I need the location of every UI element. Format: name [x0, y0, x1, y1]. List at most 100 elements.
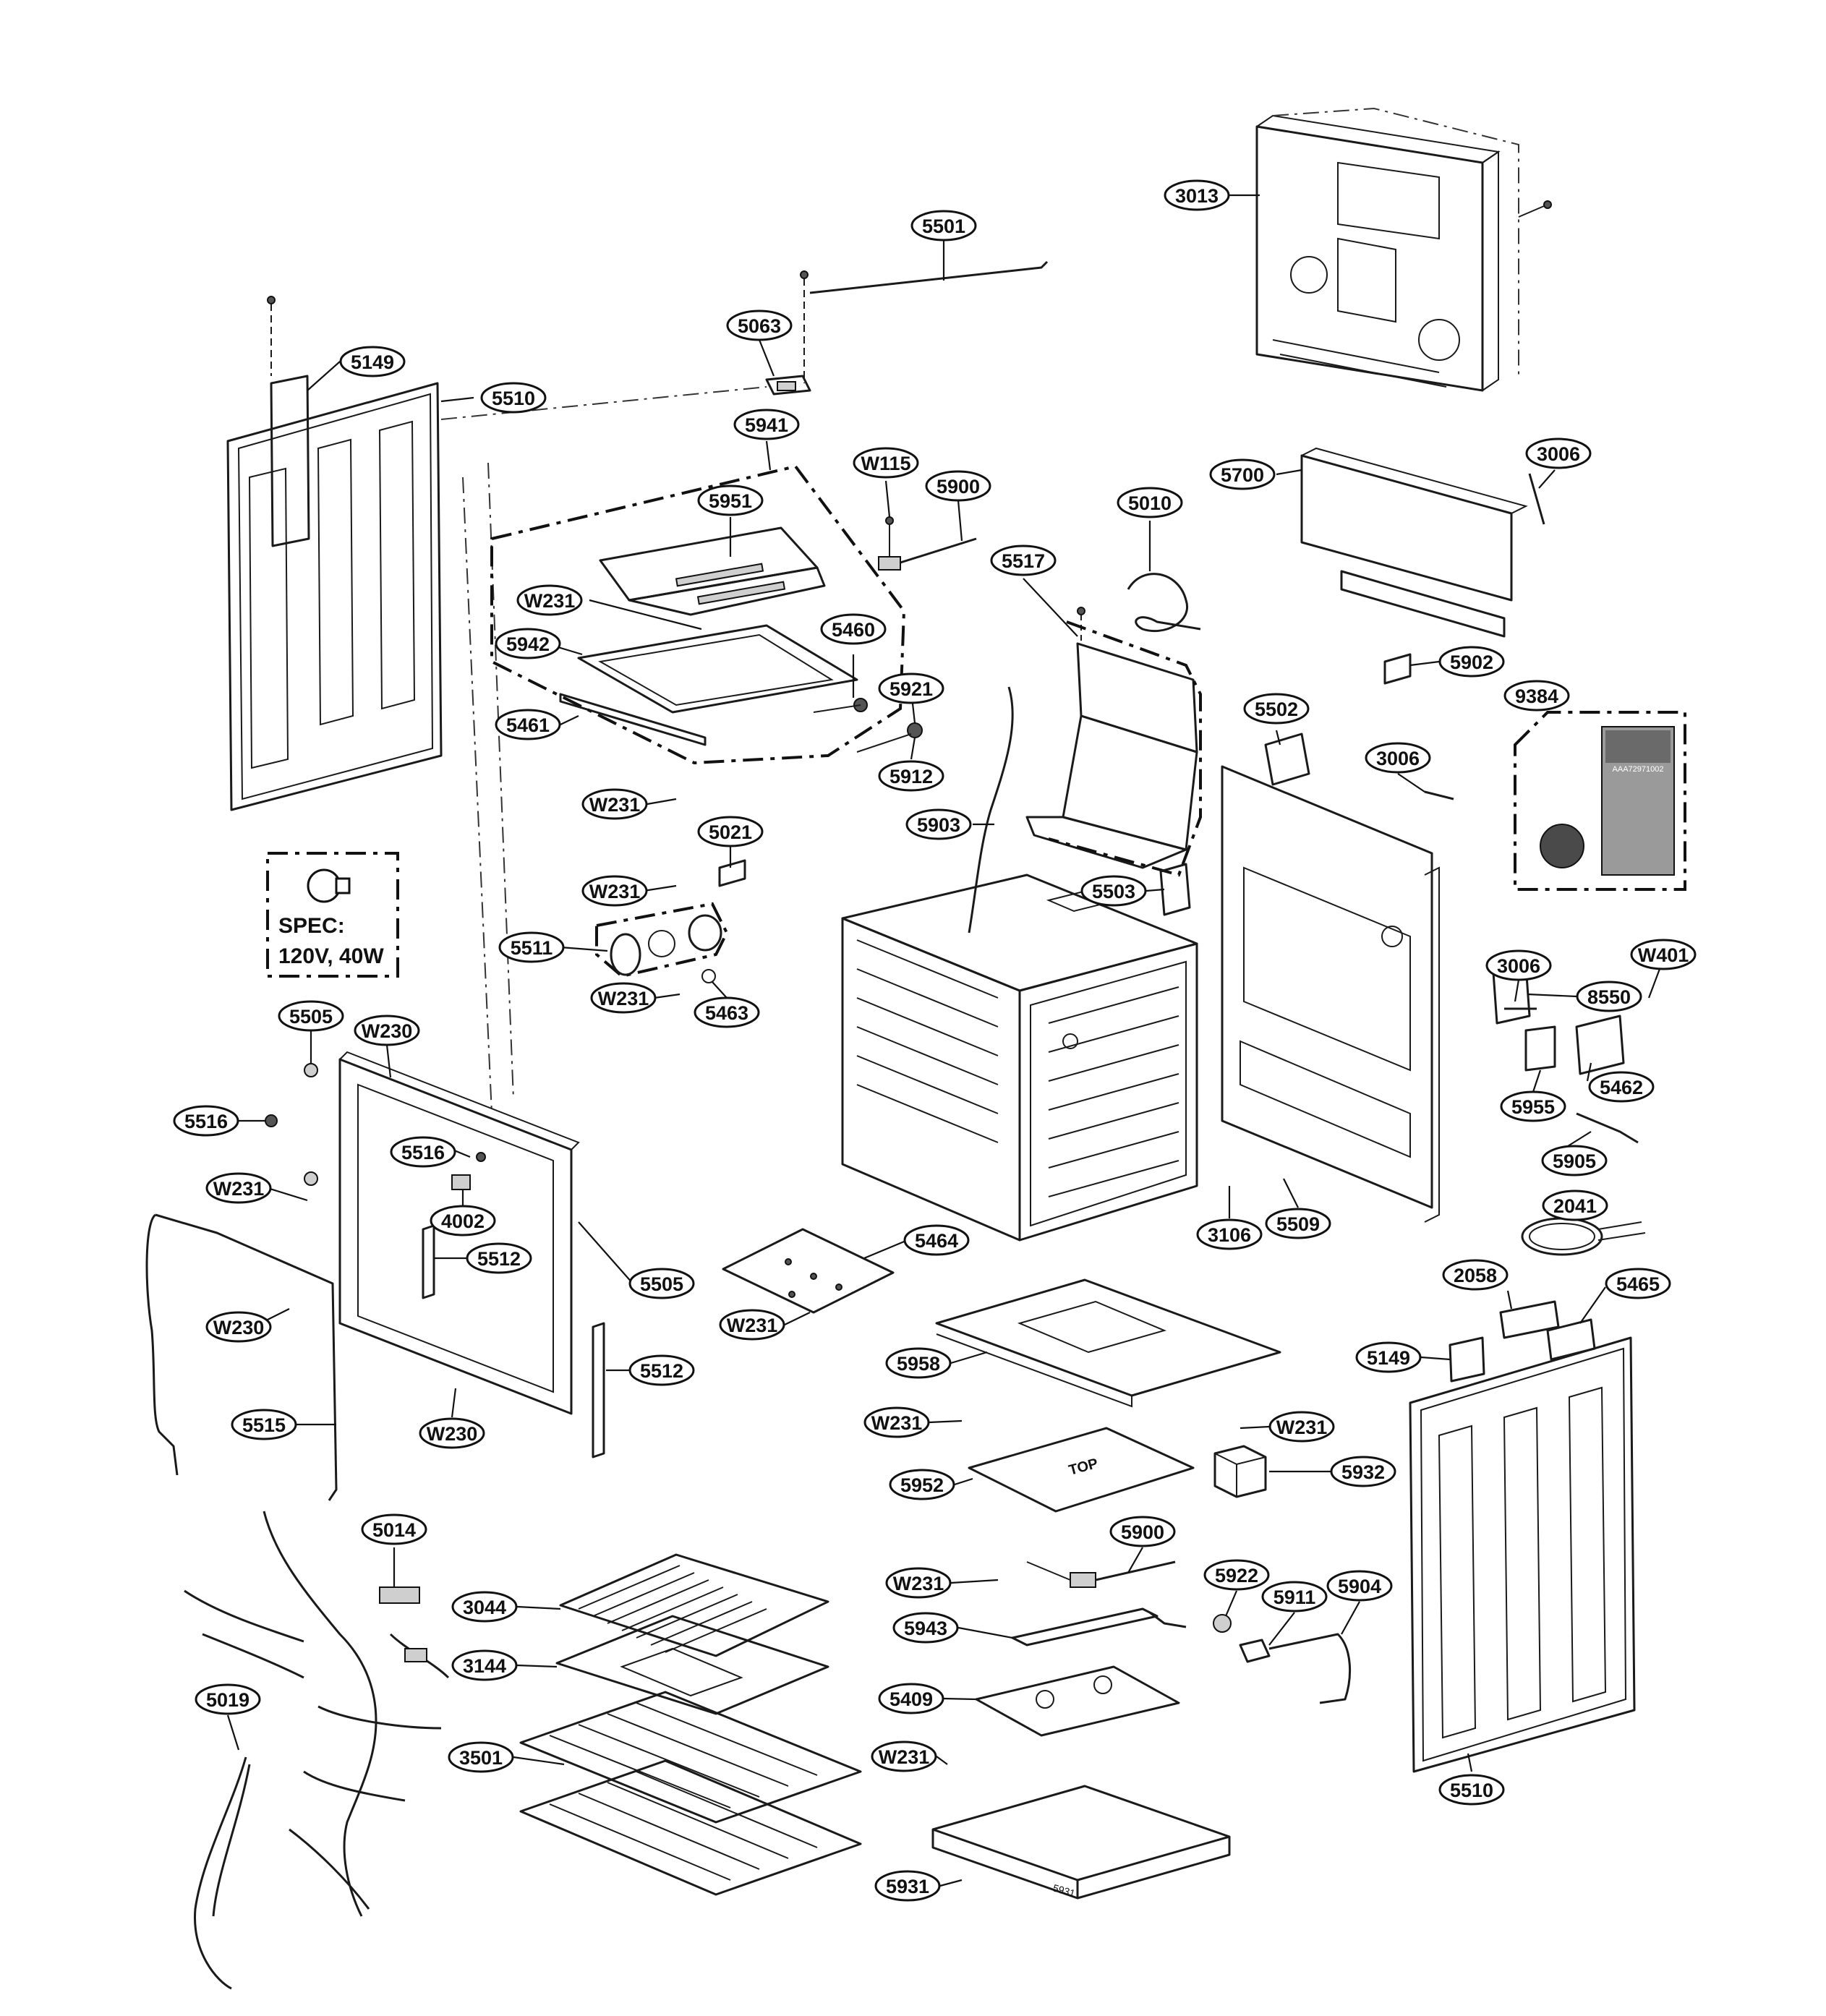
callout-text: 5952	[900, 1474, 944, 1496]
callout-5900: 5900	[1109, 1516, 1176, 1547]
callout-w230: W230	[354, 1015, 420, 1046]
terminal-block-2058	[1499, 1300, 1560, 1339]
strip-5512-b	[592, 1322, 605, 1458]
wire-coil-2041	[1521, 1217, 1646, 1256]
callout-5464: 5464	[903, 1224, 970, 1256]
callout-5900: 5900	[925, 470, 991, 502]
callout-w231: W231	[581, 788, 648, 820]
callout-w230: W230	[205, 1311, 272, 1343]
bumper-5505-b	[304, 1171, 318, 1186]
callout-w231: W231	[871, 1740, 937, 1772]
gasket-5515	[145, 1213, 338, 1501]
tube-5903	[968, 686, 1014, 934]
tray-stamp-text: 5931	[1051, 1882, 1077, 1900]
duct-dashed-outline	[1048, 620, 1202, 877]
bracket-5063	[765, 375, 811, 396]
callout-5149: 5149	[339, 346, 406, 377]
spec-line-1: SPEC:	[278, 914, 345, 938]
callout-5509: 5509	[1265, 1208, 1331, 1239]
callout-text: 5900	[1121, 1521, 1164, 1543]
callout-5952: 5952	[889, 1469, 955, 1500]
thermostat-5921	[907, 722, 923, 738]
callout-text: W231	[589, 794, 641, 816]
callout-text: 9384	[1515, 685, 1558, 707]
callout-text: 5464	[915, 1230, 958, 1252]
plate-5409	[975, 1665, 1180, 1737]
callout-text: W231	[879, 1746, 930, 1768]
callout-text: 5019	[206, 1689, 249, 1711]
callout-5021: 5021	[697, 816, 764, 847]
callout-text: 3144	[463, 1655, 506, 1677]
bumper-5516-a	[265, 1114, 278, 1127]
callout-text: 5463	[705, 1002, 748, 1024]
callout-text: 5462	[1600, 1077, 1643, 1098]
back-frame-5509	[1221, 765, 1440, 1223]
callout-5505: 5505	[278, 1000, 344, 1032]
broil-grid-3044	[559, 1553, 829, 1657]
callout-text: 5509	[1276, 1213, 1320, 1235]
bracket-5911	[1239, 1639, 1271, 1663]
side-panel-right-5510	[1409, 1336, 1636, 1773]
callout-3006: 3006	[1525, 437, 1592, 469]
callout-5512: 5512	[466, 1242, 532, 1274]
callout-text: 5942	[506, 633, 550, 655]
harness-5019	[194, 1756, 251, 1990]
callout-5516: 5516	[390, 1136, 456, 1168]
pan-top-text: TOP	[1067, 1456, 1100, 1479]
plate-5464	[722, 1228, 895, 1314]
callout-text: 5503	[1092, 881, 1135, 902]
lamp-assembly-5511	[595, 902, 729, 978]
bracket-5021	[718, 859, 746, 887]
callout-text: W231	[1276, 1417, 1328, 1438]
callout-5511: 5511	[498, 931, 565, 963]
callout-text: 5911	[1273, 1586, 1316, 1608]
callout-8550: 8550	[1576, 981, 1642, 1012]
callout-text: W230	[427, 1423, 478, 1445]
callout-w401: W401	[1630, 939, 1697, 970]
callout-text: 5149	[1367, 1347, 1410, 1369]
rod-3006-a	[1528, 473, 1545, 525]
callout-3013: 3013	[1164, 179, 1230, 211]
callout-3501: 3501	[448, 1741, 514, 1773]
assembly-box-5941	[490, 464, 906, 765]
bracket-5149-right	[1449, 1336, 1485, 1383]
callout-5502: 5502	[1243, 693, 1310, 725]
bracket-5700	[1300, 447, 1528, 638]
callout-5515: 5515	[231, 1409, 297, 1440]
valve-5955	[1524, 1025, 1556, 1072]
strip-5512-a	[422, 1224, 435, 1299]
callout-5921: 5921	[878, 672, 944, 704]
callout-5958: 5958	[885, 1347, 952, 1379]
callout-w231: W231	[885, 1567, 952, 1599]
bar-5461	[559, 693, 707, 746]
callout-text: 5943	[904, 1618, 947, 1639]
callout-text: 5932	[1341, 1461, 1385, 1483]
callout-text: W231	[524, 590, 576, 612]
callout-5922: 5922	[1203, 1559, 1270, 1591]
callout-text: 3013	[1175, 185, 1219, 207]
callout-5517: 5517	[990, 544, 1057, 576]
callout-5951: 5951	[697, 484, 764, 516]
callout-w231: W231	[590, 982, 657, 1014]
callout-text: 5505	[640, 1273, 683, 1295]
callout-5902: 5902	[1438, 646, 1505, 678]
callout-5932: 5932	[1330, 1456, 1396, 1487]
cover-5951	[599, 526, 826, 616]
callout-text: 2058	[1454, 1265, 1497, 1286]
callout-w115: W115	[853, 447, 919, 479]
callout-text: 5014	[372, 1519, 416, 1541]
callout-text: 5465	[1616, 1273, 1660, 1295]
callout-text: 5149	[351, 351, 394, 373]
rear-panel-3013	[1255, 107, 1552, 392]
igniter-5900-bottom	[1026, 1560, 1176, 1588]
callout-text: 5512	[640, 1360, 683, 1382]
callout-text: 5010	[1128, 492, 1172, 514]
callout-text: W231	[598, 988, 649, 1009]
callout-labels: 301355015063514955105941W115590050105700…	[173, 179, 1697, 1902]
callout-text: 5903	[917, 814, 960, 836]
callout-5014: 5014	[361, 1513, 427, 1545]
broil-pan-3144	[555, 1615, 829, 1715]
callout-text: 5700	[1221, 464, 1264, 486]
bottom-tray-5931: 5931	[931, 1785, 1231, 1900]
callout-text: 5501	[922, 215, 965, 237]
